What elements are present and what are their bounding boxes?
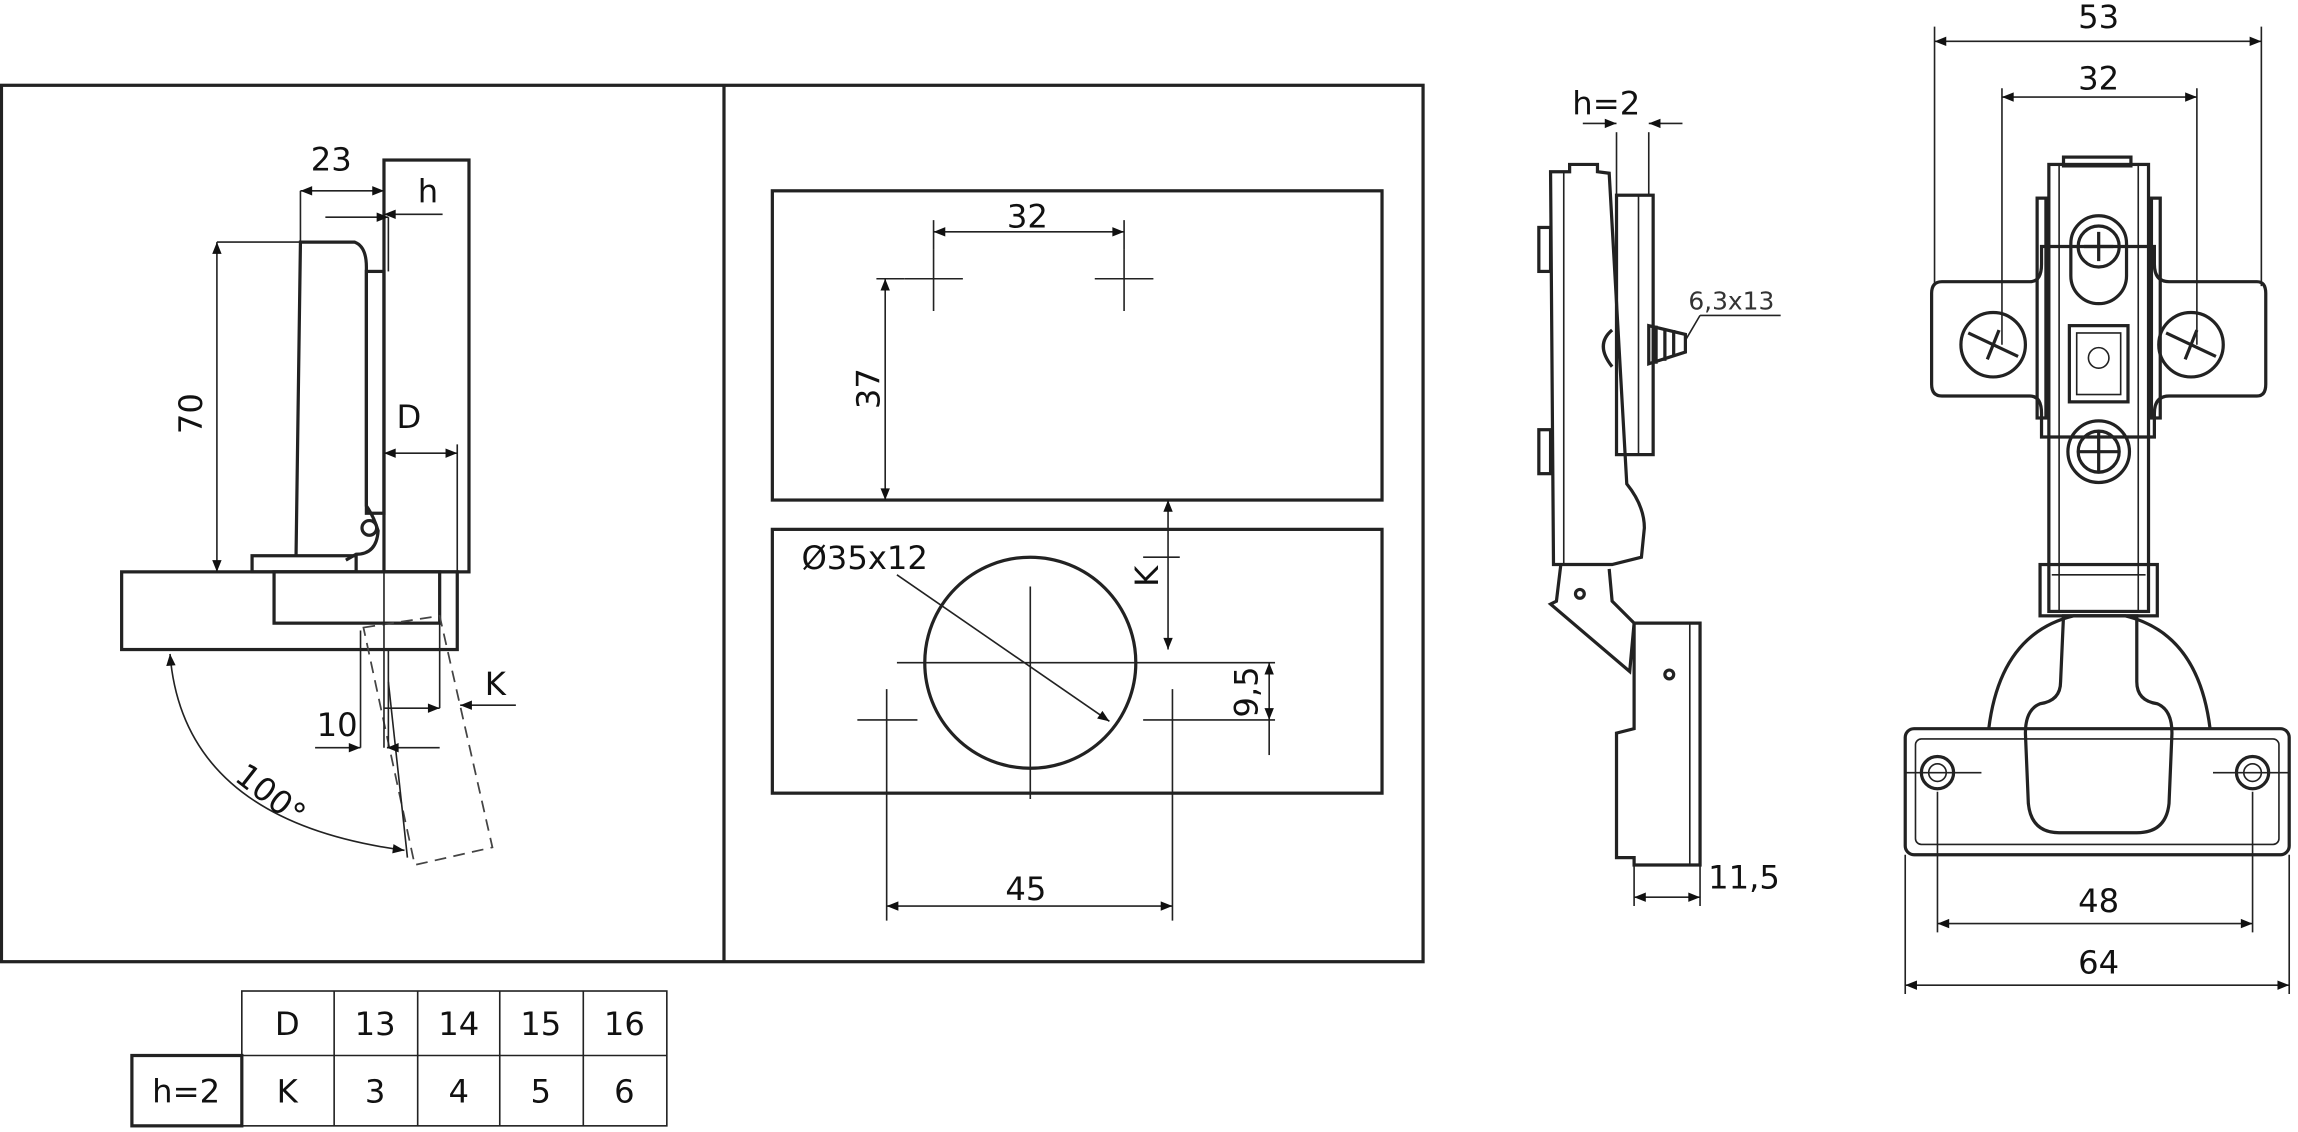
dim-53-label: 53 <box>2078 0 2119 36</box>
dim-48-label: 48 <box>2078 882 2119 920</box>
angle-label: 100° <box>228 756 313 834</box>
dim-k-label: K <box>485 665 507 703</box>
dim-spacing-label: 32 <box>1007 197 1048 235</box>
screw-icon <box>1647 323 1688 366</box>
table-header-13: 13 <box>355 1005 396 1043</box>
base-plate <box>1903 727 2291 857</box>
screw-left-icon <box>1959 310 2028 379</box>
table-value-6: 6 <box>614 1072 635 1110</box>
dim-64-label: 64 <box>2078 943 2119 981</box>
dim-vertical-label: 37 <box>849 368 887 409</box>
dim-width-label: 23 <box>311 140 352 178</box>
dim-32-label: 32 <box>2078 60 2119 98</box>
cup-hole-label: Ø35x12 <box>801 539 927 577</box>
dim-depth-label: 11,5 <box>1708 858 1780 896</box>
open-door-outline <box>362 614 494 867</box>
table-header-15: 15 <box>520 1005 561 1043</box>
table-value-5: 5 <box>531 1072 552 1110</box>
hinge-cup-front <box>2023 614 2174 835</box>
table-header-14: 14 <box>438 1005 479 1043</box>
table-value-4: 4 <box>448 1072 469 1110</box>
h-row-label-cell <box>130 1053 244 1128</box>
side-section-view: 70 23 h D K 10 100° <box>120 140 516 867</box>
hinge-base <box>250 554 358 574</box>
profile-view: 6,3x13 h=2 11,5 <box>1537 85 1781 907</box>
door-panel-face <box>770 527 1384 795</box>
door-arm-profile <box>1614 621 1702 867</box>
dim-h-label: h <box>418 173 438 211</box>
square-slot-icon <box>2067 324 2130 404</box>
mounting-plate-profile <box>1614 193 1655 457</box>
mounting-plate <box>364 269 386 515</box>
hinge-arm-profile <box>1548 162 1646 567</box>
adjust-screw-top-icon <box>2069 214 2129 306</box>
mounting-hole-left-icon <box>1905 754 1982 791</box>
dim-45-label: 45 <box>1005 870 1046 908</box>
dim-k-drill-label: K <box>1128 565 1166 587</box>
profile-h-label: h=2 <box>1572 85 1640 123</box>
hinge-cup <box>272 570 442 625</box>
table-value-3: 3 <box>365 1072 386 1110</box>
screw-label: 6,3x13 <box>1688 287 1774 316</box>
drawing-frame <box>0 83 1425 964</box>
mounting-hole-right-icon <box>2212 754 2290 791</box>
dim-d-label: D <box>396 398 421 436</box>
hinge-knuckle <box>1987 614 2212 729</box>
table-header-d: D <box>275 1005 300 1043</box>
hinge-arm-front <box>2047 162 2151 614</box>
adjust-screw-bottom-icon <box>2066 419 2132 485</box>
door-panel <box>120 570 459 652</box>
dim-offset-label: 9,5 <box>1227 666 1265 717</box>
dim-height-label: 70 <box>172 393 210 434</box>
cabinet-side-panel <box>770 189 1384 502</box>
dimension-table: h=2 D 13 14 15 16 K 3 4 5 6 <box>130 990 668 1128</box>
front-view: 53 32 48 64 <box>1903 0 2291 994</box>
mounting-plate-front <box>1929 244 2268 439</box>
table-value-k: K <box>277 1072 299 1110</box>
pivot-circle <box>360 518 379 537</box>
table-header-16: 16 <box>604 1005 645 1043</box>
table-row-label: h=2 <box>152 1072 220 1110</box>
screw-right-icon <box>2157 310 2225 379</box>
cabinet-side <box>382 158 471 574</box>
drilling-view: 32 37 Ø35x12 K 9,5 45 <box>770 189 1384 921</box>
dim-10-label: 10 <box>317 706 358 744</box>
